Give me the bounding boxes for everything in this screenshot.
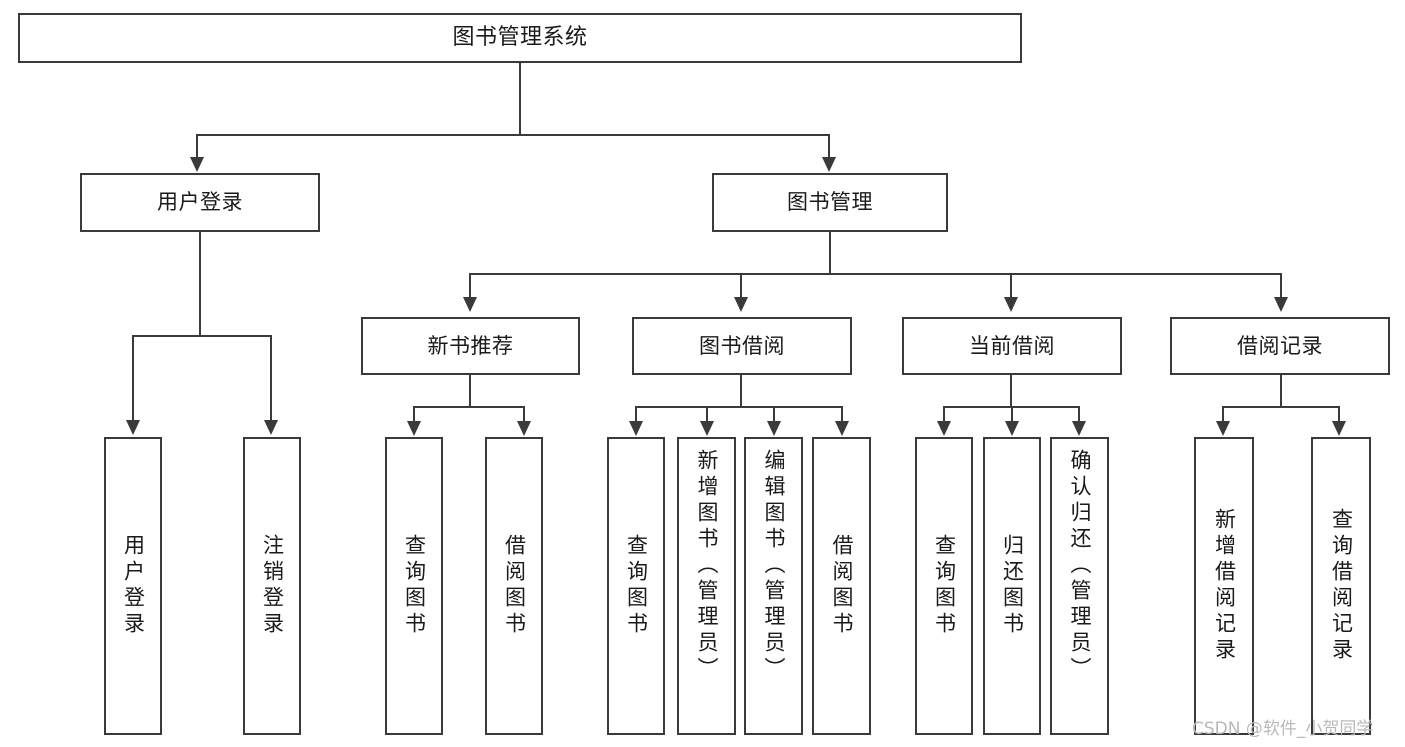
leaf-new-book-borrow-book[interactable]: 借阅图书 — [485, 437, 543, 735]
node-label: 确认归还（管理员） — [1068, 449, 1092, 683]
connector-new-book-leaf-1 — [413, 406, 415, 422]
arrowhead-borrow-record-leaf-2 — [1332, 421, 1346, 436]
leaf-current-borrow-confirm-return-admin[interactable]: 确认归还（管理员） — [1050, 437, 1109, 735]
connector-new-book-stem — [469, 375, 471, 407]
connector-borrow-record-stem — [1280, 375, 1282, 407]
connector-root-bar — [196, 134, 830, 136]
connector-root-stem — [519, 63, 521, 135]
connector-bm-to-current-borrow — [1010, 273, 1012, 298]
arrowhead-new-book-leaf-1 — [407, 421, 421, 436]
node-label: 注销登录 — [260, 534, 285, 638]
connector-root-to-user-login — [196, 134, 198, 158]
arrowhead-new-book-leaf-2 — [517, 421, 531, 436]
arrowhead-root-to-user-login — [190, 157, 204, 172]
connector-borrow-record-leaf-2 — [1338, 406, 1340, 422]
arrowhead-user-login-leaf-1 — [126, 420, 140, 435]
node-label: 用户登录 — [121, 534, 146, 638]
connector-root-to-book-management — [828, 134, 830, 158]
leaf-current-borrow-query-book[interactable]: 查询图书 — [915, 437, 973, 735]
leaf-borrow-record-add-record[interactable]: 新增借阅记录 — [1194, 437, 1254, 735]
leaf-book-borrow-borrow-book[interactable]: 借阅图书 — [812, 437, 871, 735]
node-label: 图书借阅 — [699, 333, 785, 358]
arrowhead-bm-to-book-borrow — [734, 297, 748, 312]
node-label: 图书管理 — [787, 190, 873, 215]
node-label: 查询图书 — [932, 534, 957, 638]
arrowhead-user-login-leaf-2 — [264, 420, 278, 435]
node-book-management[interactable]: 图书管理 — [712, 173, 948, 232]
connector-borrow-record-leaf-1 — [1222, 406, 1224, 422]
connector-user-login-to-leaf-1 — [132, 335, 134, 421]
arrowhead-bm-to-new-book — [463, 297, 477, 312]
node-new-book-recommend[interactable]: 新书推荐 — [361, 317, 580, 375]
node-label: 查询图书 — [624, 534, 649, 638]
node-label: 借阅图书 — [830, 534, 854, 638]
node-borrow-record[interactable]: 借阅记录 — [1170, 317, 1390, 375]
node-root-book-management-system[interactable]: 图书管理系统 — [18, 13, 1022, 63]
connector-current-borrow-leaf-3 — [1078, 406, 1080, 422]
connector-new-book-leaf-2 — [523, 406, 525, 422]
node-user-login[interactable]: 用户登录 — [80, 173, 320, 232]
node-label: 查询图书 — [402, 534, 427, 638]
node-current-borrow[interactable]: 当前借阅 — [902, 317, 1122, 375]
node-label: 编辑图书（管理员） — [762, 449, 786, 683]
arrowhead-bm-to-current-borrow — [1004, 297, 1018, 312]
leaf-book-borrow-add-book-admin[interactable]: 新增图书（管理员） — [677, 437, 736, 735]
node-label: 当前借阅 — [969, 333, 1055, 358]
connector-bm-to-book-borrow — [740, 273, 742, 298]
connector-book-borrow-leaf-2 — [706, 406, 708, 422]
leaf-new-book-query-book[interactable]: 查询图书 — [385, 437, 443, 735]
arrowhead-book-borrow-leaf-1 — [629, 421, 643, 436]
connector-user-login-stem — [199, 232, 201, 336]
arrowhead-book-borrow-leaf-3 — [767, 421, 781, 436]
connector-borrow-record-bar — [1222, 406, 1340, 408]
connector-book-management-bar — [469, 273, 1281, 275]
leaf-borrow-record-query-record[interactable]: 查询借阅记录 — [1311, 437, 1371, 735]
arrowhead-book-borrow-leaf-2 — [700, 421, 714, 436]
arrowhead-current-borrow-leaf-3 — [1072, 421, 1086, 436]
connector-current-borrow-leaf-2 — [1011, 406, 1013, 422]
connector-book-borrow-leaf-3 — [773, 406, 775, 422]
leaf-book-borrow-edit-book-admin[interactable]: 编辑图书（管理员） — [744, 437, 803, 735]
connector-user-login-bar — [132, 335, 271, 337]
node-label: 归还图书 — [1000, 534, 1025, 638]
node-label: 借阅图书 — [502, 534, 527, 638]
node-book-borrow[interactable]: 图书借阅 — [632, 317, 852, 375]
leaf-book-borrow-query-book[interactable]: 查询图书 — [607, 437, 665, 735]
leaf-current-borrow-return-book[interactable]: 归还图书 — [983, 437, 1041, 735]
connector-bm-to-new-book — [469, 273, 471, 298]
connector-current-borrow-leaf-1 — [943, 406, 945, 422]
node-label: 用户登录 — [157, 190, 243, 215]
connector-new-book-bar — [413, 406, 525, 408]
connector-book-management-stem — [829, 232, 831, 274]
connector-user-login-to-leaf-2 — [270, 335, 272, 421]
node-label: 借阅记录 — [1237, 333, 1323, 358]
arrowhead-bm-to-borrow-record — [1274, 297, 1288, 312]
leaf-user-login-logout[interactable]: 注销登录 — [243, 437, 301, 735]
node-label: 图书管理系统 — [452, 25, 588, 51]
arrowhead-book-borrow-leaf-4 — [835, 421, 849, 436]
connector-bm-to-borrow-record — [1280, 273, 1282, 298]
arrowhead-borrow-record-leaf-1 — [1216, 421, 1230, 436]
connector-current-borrow-stem — [1010, 375, 1012, 407]
arrowhead-current-borrow-leaf-1 — [937, 421, 951, 436]
arrowhead-current-borrow-leaf-2 — [1005, 421, 1019, 436]
connector-book-borrow-stem — [740, 375, 742, 407]
arrowhead-root-to-book-management — [822, 157, 836, 172]
leaf-user-login-login[interactable]: 用户登录 — [104, 437, 162, 735]
node-label: 查询借阅记录 — [1329, 508, 1354, 664]
node-label: 新增图书（管理员） — [695, 449, 719, 683]
connector-book-borrow-bar — [635, 406, 843, 408]
connector-book-borrow-leaf-4 — [841, 406, 843, 422]
connector-book-borrow-leaf-1 — [635, 406, 637, 422]
node-label: 新增借阅记录 — [1212, 508, 1237, 664]
node-label: 新书推荐 — [427, 333, 514, 358]
